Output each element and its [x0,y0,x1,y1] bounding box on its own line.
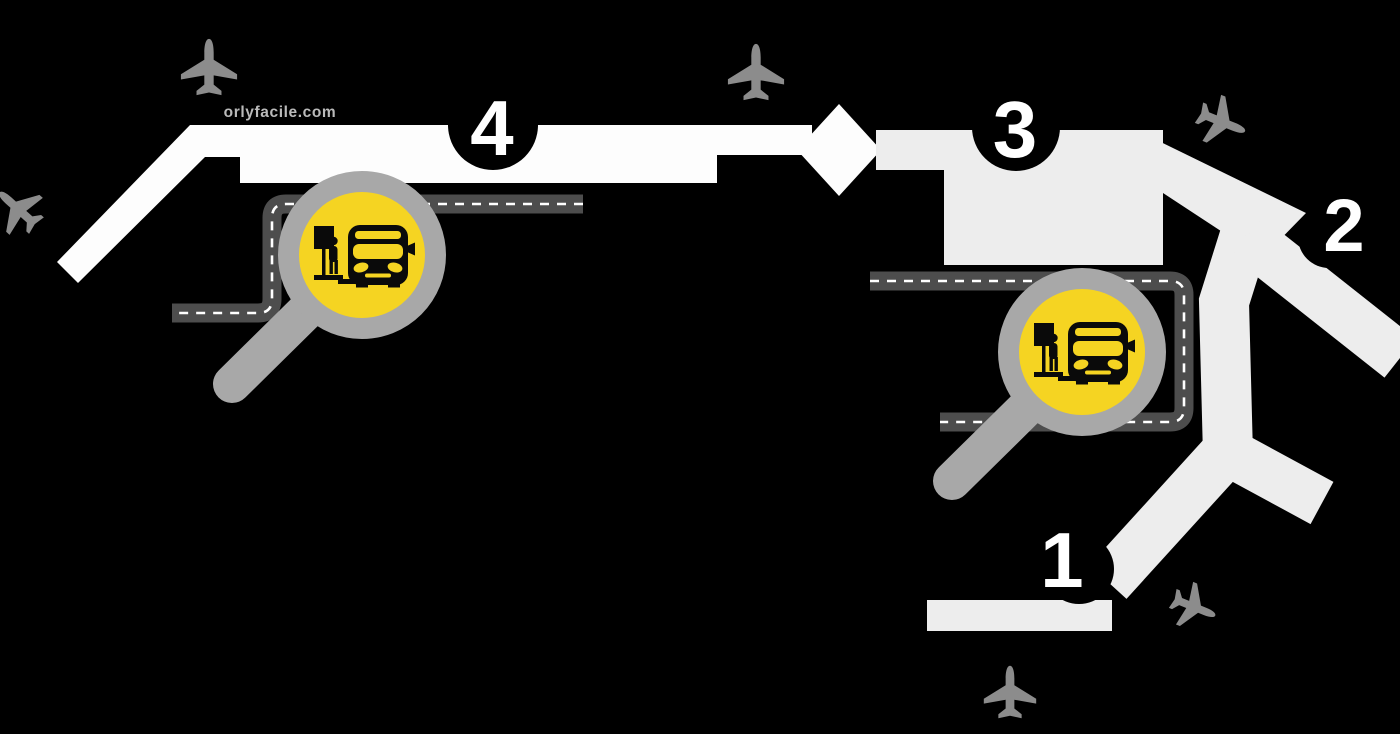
terminal-3-number: 3 [993,85,1038,174]
terminal-3-link [876,130,946,170]
terminal-2-number: 2 [1323,184,1364,267]
terminal-2-east-pier [1231,217,1400,378]
bus-stop-pictogram [1034,322,1135,385]
terminal-4-diamond-junction [797,104,881,196]
terminal-2-badge-circle[interactable] [1298,206,1360,268]
road-terminals-1-2-3 [870,271,1194,432]
terminal-1-badge-circle[interactable] [1044,534,1114,604]
terminal-2-badge[interactable]: 2 [1298,184,1365,268]
magnifier-handle [213,293,324,403]
airplane-icon [180,38,238,96]
bus-stop-terminal-4[interactable] [213,171,446,403]
terminal-4-badge-circle[interactable] [448,80,538,170]
road-terminal-4 [172,194,583,323]
magnifier-icon [278,171,446,339]
road-center-line [870,279,1186,424]
terminal-1-badge[interactable]: 1 [1040,516,1114,604]
road-center-line [172,202,583,315]
terminal-1-hall [927,600,1112,631]
terminal-4-number: 4 [470,84,513,172]
terminal-3-hall [944,130,1163,265]
airplane-icon [0,173,54,245]
bus-stop-pictogram [314,225,415,288]
airplane-icon [1164,577,1224,637]
magnifier-handle [933,390,1044,500]
terminal-1-south-pier [1216,430,1334,525]
watermark: orlyfacile.com [224,104,337,121]
airplane-icon [983,665,1037,719]
airplane-icon [1189,89,1255,155]
terminal-3-badge-circle[interactable] [972,83,1060,171]
bus-stop-terminals-1-2-3[interactable] [933,268,1166,500]
airplane-icon [727,43,785,101]
terminal-4-hall-and-pier [57,125,812,283]
terminal-1-number: 1 [1040,516,1083,604]
terminal-4-building [57,104,881,283]
terminal-1-link-pier [1089,433,1247,599]
terminal-4-badge[interactable]: 4 [448,80,538,172]
terminal-2-vertical-pier [1198,227,1269,456]
magnifier-icon [998,268,1166,436]
terminal-3-badge[interactable]: 3 [972,83,1060,174]
